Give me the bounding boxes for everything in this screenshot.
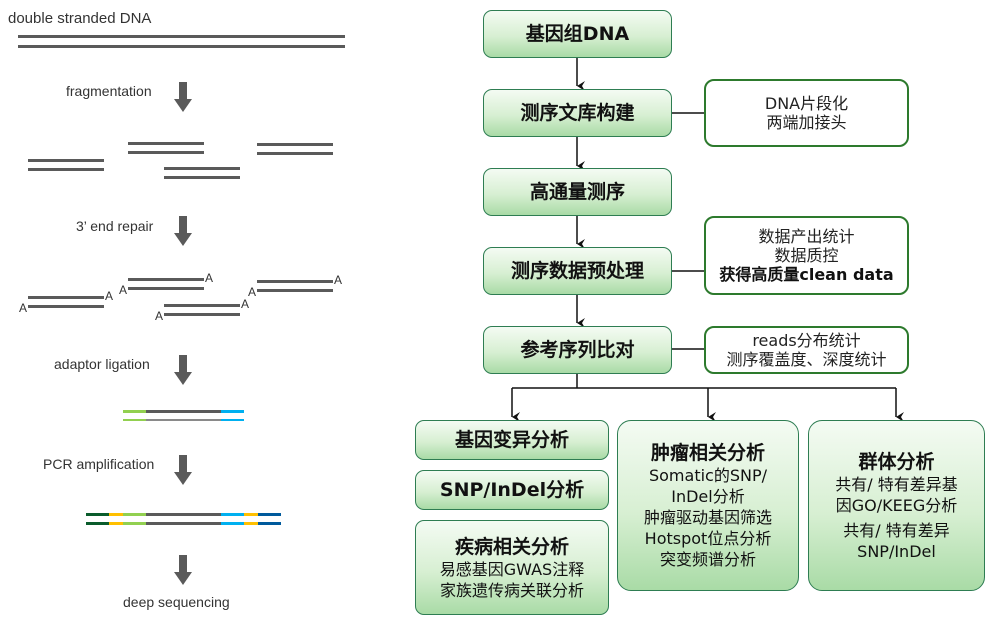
dsdna-title: double stranded DNA — [8, 10, 152, 27]
branch-line: 肿瘤驱动基因筛选 — [643, 508, 772, 527]
a-tail-mark: A — [155, 309, 164, 323]
step-high-throughput-sequencing: 高通量测序 — [483, 168, 672, 216]
note-line: reads分布统计 — [752, 331, 861, 350]
pcr-segment — [221, 522, 244, 525]
fragment-strand — [164, 176, 240, 179]
branch-title: 疾病相关分析 — [454, 535, 569, 558]
fragment-strand — [128, 142, 204, 145]
insert-segment — [146, 419, 221, 421]
step-title: 测序文库构建 — [520, 102, 635, 124]
step-title: 基因组DNA — [525, 23, 630, 45]
pcr-segment — [258, 522, 281, 525]
fragment-strand — [257, 280, 333, 283]
note-line: 测序覆盖度、深度统计 — [726, 350, 887, 369]
note-alignment: reads分布统计 测序覆盖度、深度统计 — [704, 326, 909, 374]
branch-disease: 疾病相关分析 易感基因GWAS注释 家族遗传病关联分析 — [415, 520, 609, 615]
branch-snp-indel: SNP/InDel分析 — [415, 470, 609, 510]
pcr-segment — [221, 513, 244, 516]
fragment-strand — [164, 167, 240, 170]
down-arrow-icon — [174, 355, 192, 385]
branch-line: 突变频谱分析 — [659, 550, 756, 569]
pcr-segment — [86, 522, 109, 525]
fragment-strand — [128, 151, 204, 154]
adaptor-segment — [221, 410, 244, 413]
pcr-segment — [109, 513, 123, 516]
note-line: 数据产出统计 — [758, 227, 855, 246]
note-preprocessing: 数据产出统计 数据质控 获得高质量clean data — [704, 216, 909, 295]
pcr-segment — [123, 522, 146, 525]
a-tail-mark: A — [119, 283, 128, 297]
fragment-strand — [28, 296, 104, 299]
branch-title: SNP/InDel分析 — [439, 479, 585, 501]
note-line: 两端加接头 — [766, 113, 847, 132]
a-tail-mark: A — [19, 301, 28, 315]
fragment-strand — [28, 305, 104, 308]
down-arrow-icon — [174, 216, 192, 246]
fragment-strand — [28, 159, 104, 162]
branch-line: 易感基因GWAS注释 — [439, 559, 585, 579]
fragment-strand — [257, 289, 333, 292]
step-label-fragmentation: fragmentation — [66, 83, 152, 99]
step-title: 测序数据预处理 — [510, 260, 644, 282]
fragment-strand — [128, 278, 204, 281]
branch-population: 群体分析 共有/ 特有差异基 因GO/KEEG分析 共有/ 特有差异 SNP/I… — [808, 420, 985, 591]
dna-strand-bottom — [18, 45, 345, 48]
step-title: 参考序列比对 — [520, 339, 635, 361]
pcr-segment — [109, 522, 123, 525]
down-arrow-icon — [174, 455, 192, 485]
fragment-strand — [164, 304, 240, 307]
step-label-end-repair: 3’ end repair — [76, 218, 154, 234]
down-arrow-icon — [174, 555, 192, 585]
dna-strand-top — [18, 35, 345, 38]
a-tail-mark: A — [241, 297, 250, 311]
pcr-segment — [123, 513, 146, 516]
branch-tumor: 肿瘤相关分析 Somatic的SNP/ InDel分析 肿瘤驱动基因筛选 Hot… — [617, 420, 799, 591]
branch-line: SNP/InDel — [857, 541, 936, 561]
pcr-segment — [244, 522, 258, 525]
branch-line: Somatic的SNP/ — [648, 466, 768, 485]
a-tail-mark: A — [334, 273, 343, 287]
step-data-preprocessing: 测序数据预处理 — [483, 247, 672, 295]
pcr-segment — [86, 513, 109, 516]
note-line-bold: 获得高质量clean data — [719, 265, 894, 284]
step-reference-alignment: 参考序列比对 — [483, 326, 672, 374]
note-line: DNA片段化 — [764, 94, 849, 113]
down-arrow-icon — [174, 82, 192, 112]
pcr-segment — [146, 513, 221, 516]
adaptor-segment — [123, 419, 146, 421]
branch-title: 肿瘤相关分析 — [650, 442, 765, 464]
step-label-pcr: PCR amplification — [43, 456, 155, 472]
branch-variation-analysis: 基因变异分析 — [415, 420, 609, 460]
note-line: 数据质控 — [774, 246, 839, 265]
adaptor-segment — [123, 410, 146, 413]
step-genomic-dna: 基因组DNA — [483, 10, 672, 58]
branch-line: 共有/ 特有差异基 — [835, 474, 958, 494]
note-library: DNA片段化 两端加接头 — [704, 79, 909, 147]
step-title: 高通量测序 — [529, 181, 625, 203]
fragment-strand — [28, 168, 104, 171]
fragment-strand — [164, 313, 240, 316]
step-label-deep-sequencing: deep sequencing — [123, 594, 230, 610]
branch-line: Hotspot位点分析 — [644, 529, 772, 548]
a-tail-mark: A — [248, 285, 257, 299]
pcr-segment — [146, 522, 221, 525]
branch-line: 家族遗传病关联分析 — [439, 580, 584, 600]
a-tail-mark: A — [105, 289, 114, 303]
pcr-segment — [258, 513, 281, 516]
branch-line: 因GO/KEEG分析 — [835, 495, 958, 515]
step-label-adaptor-ligation: adaptor ligation — [54, 356, 150, 372]
insert-segment — [146, 410, 221, 413]
fragment-strand — [128, 287, 204, 290]
fragment-strand — [257, 152, 333, 155]
branch-title: 群体分析 — [858, 450, 935, 473]
branch-line: 共有/ 特有差异 — [843, 520, 950, 540]
adaptor-segment — [221, 419, 244, 421]
branch-line: InDel分析 — [671, 487, 745, 506]
branch-title: 基因变异分析 — [454, 429, 569, 451]
pcr-segment — [244, 513, 258, 516]
a-tail-mark: A — [205, 271, 214, 285]
fragment-strand — [257, 143, 333, 146]
step-library-construction: 测序文库构建 — [483, 89, 672, 137]
